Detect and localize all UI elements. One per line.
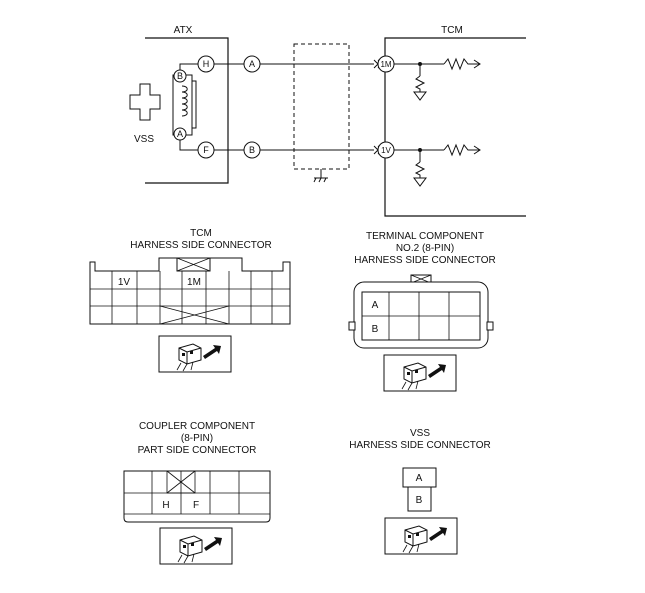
junction-pin-a: A [249, 59, 255, 69]
tcm-pin-1m: 1M [380, 60, 391, 69]
coupler-component-connector: COUPLER COMPONENT (8-PIN) PART SIDE CONN… [123, 421, 271, 565]
vss-connector-pin-b: B [416, 495, 423, 506]
shield-ground-icon [313, 177, 328, 183]
terminal-connector-title-1: TERMINAL COMPONENT [366, 231, 484, 242]
tcm-connector: TCM HARNESS SIDE CONNECTOR 1V 1M [89, 228, 291, 373]
vss-connector: VSS HARNESS SIDE CONNECTOR A B [349, 428, 491, 555]
vss-sensor-icon [129, 83, 161, 121]
tcm-connector-title-1: TCM [190, 228, 212, 239]
vss-label: VSS [134, 134, 154, 145]
tcm-connector-pin-1v: 1V [118, 277, 131, 288]
shield-box [293, 43, 350, 170]
terminal-connector-title-2: NO.2 (8-PIN) [396, 243, 454, 254]
terminal-connector-pin-a: A [372, 300, 379, 311]
terminal-connector-pin-b: B [372, 324, 379, 335]
terminal-connector-view-icon [383, 354, 457, 392]
vss-connector-pin-a: A [416, 473, 423, 484]
tcm-label: TCM [441, 25, 463, 36]
terminal-component-connector: TERMINAL COMPONENT NO.2 (8-PIN) HARNESS … [348, 231, 496, 392]
terminal-connector-title-3: HARNESS SIDE CONNECTOR [354, 255, 496, 266]
vss-connector-view-icon [384, 517, 458, 555]
tcm-connector-pin-1m: 1M [187, 277, 201, 288]
tcm-pin-1v: 1V [381, 146, 391, 155]
vss-connector-title-1: VSS [410, 428, 430, 439]
sensor-coil-icon [172, 74, 197, 136]
coupler-connector-title-3: PART SIDE CONNECTOR [138, 445, 257, 456]
atx-box [145, 37, 229, 184]
tcm-box [384, 37, 526, 217]
coupler-connector-title-2: (8-PIN) [181, 433, 213, 444]
junction-pin-b: B [249, 145, 255, 155]
tcm-input-circuit-bottom [394, 143, 481, 187]
atx-label: ATX [174, 25, 193, 36]
tcm-connector-title-2: HARNESS SIDE CONNECTOR [130, 240, 272, 251]
wiring-schematic: ATX VSS B A H F A B [129, 25, 526, 217]
coil-pin-top: B [177, 71, 183, 81]
coil-pin-bottom: A [177, 129, 183, 139]
atx-pin-h: H [203, 59, 210, 69]
coupler-connector-pin-f: F [193, 500, 199, 511]
coupler-connector-title-1: COUPLER COMPONENT [139, 421, 255, 432]
coupler-connector-view-icon [159, 527, 233, 565]
tcm-connector-view-icon [158, 335, 232, 373]
coupler-connector-pin-h: H [162, 500, 169, 511]
tcm-input-circuit-top [394, 57, 481, 101]
vss-connector-title-2: HARNESS SIDE CONNECTOR [349, 440, 491, 451]
atx-pin-f: F [203, 145, 209, 155]
